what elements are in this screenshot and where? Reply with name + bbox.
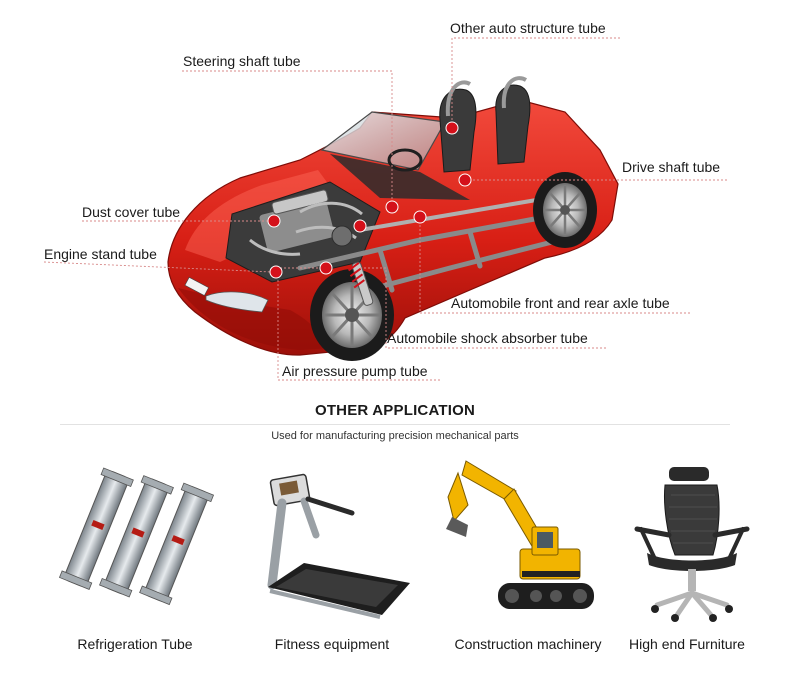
marker-dust-cover-tube bbox=[267, 214, 281, 228]
other-application-subtitle: Used for manufacturing precision mechani… bbox=[271, 430, 519, 442]
callout-markers bbox=[267, 121, 472, 279]
treadmill-icon bbox=[267, 473, 410, 619]
refrigeration-tube-icon bbox=[58, 467, 215, 606]
front-wheel bbox=[310, 269, 394, 361]
marker-steering-shaft-tube bbox=[385, 200, 399, 214]
application-high-end-furniture: High end Furniture bbox=[597, 455, 777, 665]
shock-absorber bbox=[347, 261, 374, 306]
callout-shock-absorber-tube: Automobile shock absorber tube bbox=[387, 330, 588, 346]
car-cutaway-diagram bbox=[43, 37, 728, 381]
callout-dust-cover-tube: Dust cover tube bbox=[82, 204, 181, 220]
callout-drive-shaft-tube: Drive shaft tube bbox=[622, 159, 721, 175]
application-label-fitness-equipment: Fitness equipment bbox=[274, 636, 390, 652]
other-application-title: OTHER APPLICATION bbox=[314, 402, 476, 419]
office-chair-icon bbox=[634, 467, 750, 622]
application-label-high-end-furniture: High end Furniture bbox=[629, 636, 745, 652]
callout-engine-stand-tube: Engine stand tube bbox=[44, 246, 157, 262]
callout-other-auto-structure-tube: Other auto structure tube bbox=[450, 20, 606, 36]
section-divider bbox=[60, 424, 730, 425]
application-refrigeration-tube: Refrigeration Tube bbox=[45, 455, 225, 665]
leader-lines bbox=[43, 37, 728, 381]
marker-drive-shaft-tube bbox=[458, 173, 472, 187]
callout-air-pressure-pump-tube: Air pressure pump tube bbox=[282, 363, 428, 379]
marker-front-rear-axle-tube bbox=[413, 210, 427, 224]
application-label-construction-machinery: Construction machinery bbox=[454, 636, 602, 652]
application-label-refrigeration-tube: Refrigeration Tube bbox=[77, 636, 193, 652]
marker-air-pressure-pump-tube bbox=[353, 219, 367, 233]
callout-steering-shaft-tube: Steering shaft tube bbox=[183, 53, 301, 69]
application-fitness-equipment: Fitness equipment bbox=[242, 455, 422, 665]
excavator-icon bbox=[446, 460, 594, 609]
application-construction-machinery: Construction machinery bbox=[438, 455, 618, 665]
marker-other-auto-structure-tube bbox=[445, 121, 459, 135]
rear-wheel bbox=[533, 172, 597, 248]
drive-shaft bbox=[359, 194, 561, 232]
cabin bbox=[320, 76, 531, 200]
callout-front-rear-axle-tube: Automobile front and rear axle tube bbox=[451, 295, 670, 311]
engine-bay bbox=[225, 181, 381, 283]
marker-shock-absorber-tube bbox=[319, 261, 333, 275]
marker-engine-stand-tube bbox=[269, 265, 283, 279]
